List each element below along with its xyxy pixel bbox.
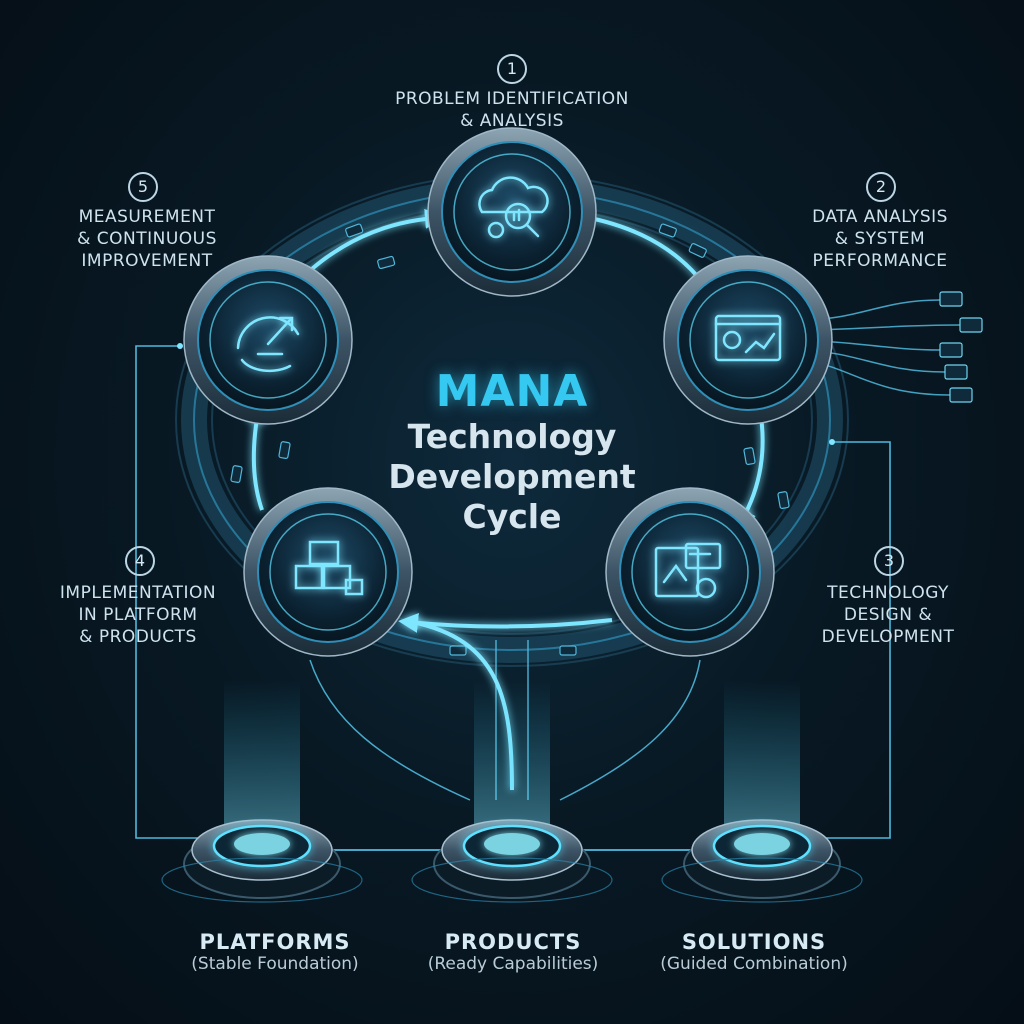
- center-subtitle-line-3: Cycle: [462, 497, 562, 536]
- center-subtitle-line-2: Development: [388, 457, 636, 496]
- stage-1-label-line-2: & ANALYSIS: [460, 111, 564, 131]
- stage-3-number: 3: [874, 546, 904, 576]
- base-solutions-title: SOLUTIONS: [681, 930, 827, 954]
- stage-1-label-line-1: PROBLEM IDENTIFICATION: [395, 89, 629, 109]
- cloud-magnifier-gear-icon: [478, 176, 549, 239]
- gauge-icon: [236, 316, 300, 373]
- center-title: MANA: [435, 366, 589, 417]
- stage-2-number: 2: [866, 172, 896, 202]
- stage-5-label-line-3: IMPROVEMENT: [81, 251, 213, 271]
- stage-4-label-line-3: & PRODUCTS: [79, 627, 197, 647]
- base-platforms-label: PLATFORMS (Stable Foundation): [160, 930, 390, 974]
- stacked-cubes-icon: [294, 540, 364, 596]
- dashboard-charts-icon: [714, 314, 782, 362]
- stage-3-label-line-1: TECHNOLOGY: [827, 583, 949, 603]
- stage-1-label: PROBLEM IDENTIFICATION & ANALYSIS: [352, 88, 672, 132]
- flow-arrow-4-to-5: [246, 402, 267, 511]
- stage-5-number: 5: [128, 172, 158, 202]
- stage-4-number: 4: [125, 546, 155, 576]
- stage-4-label: IMPLEMENTATION IN PLATFORM & PRODUCTS: [22, 582, 254, 648]
- stage-2-label: DATA ANALYSIS & SYSTEM PERFORMANCE: [770, 206, 990, 272]
- stage-5-label: MEASUREMENT & CONTINUOUS IMPROVEMENT: [38, 206, 256, 272]
- base-solutions-label: SOLUTIONS (Guided Combination): [636, 930, 872, 974]
- stage-5-node: [183, 255, 353, 425]
- flow-arrow-2-to-3: [737, 409, 765, 529]
- blueprint-gear-icon: [654, 542, 722, 599]
- stage-4-node: [243, 487, 413, 657]
- center-label: MANA Technology Development Cycle: [362, 366, 662, 537]
- stage-2-label-line-3: PERFORMANCE: [812, 251, 948, 271]
- stage-5-label-line-2: & CONTINUOUS: [77, 229, 217, 249]
- center-subtitle-line-1: Technology: [407, 417, 617, 456]
- stage-1-node: [427, 127, 597, 297]
- stage-3-label: TECHNOLOGY DESIGN & DEVELOPMENT: [790, 582, 986, 648]
- base-3-platform: [661, 680, 863, 903]
- base-2-platform: [411, 680, 613, 903]
- side-connectors: [135, 345, 891, 839]
- base-products-subtitle: (Ready Capabilities): [427, 954, 599, 974]
- stage-3-label-line-2: DESIGN &: [843, 605, 933, 625]
- base-platforms-subtitle: (Stable Foundation): [191, 954, 359, 974]
- stage-1-number: 1: [497, 54, 527, 84]
- ring-chips: [230, 223, 790, 656]
- flow-arrow-3-to-4: [398, 613, 613, 633]
- stage-4-label-line-2: IN PLATFORM: [78, 605, 198, 625]
- base-solutions-subtitle: (Guided Combination): [660, 954, 848, 974]
- base-products-label: PRODUCTS (Ready Capabilities): [398, 930, 628, 974]
- stage-4-label-line-1: IMPLEMENTATION: [59, 583, 217, 603]
- base-platforms-title: PLATFORMS: [199, 930, 351, 954]
- base-products-title: PRODUCTS: [444, 930, 582, 954]
- stage-3-label-line-3: DEVELOPMENT: [821, 627, 955, 647]
- stage-5-label-line-1: MEASUREMENT: [78, 207, 216, 227]
- data-chips: [939, 291, 983, 403]
- base-1-platform: [161, 680, 363, 903]
- stage-2-label-line-1: DATA ANALYSIS: [812, 207, 948, 227]
- connector-dots: [177, 343, 835, 445]
- stage-3-node: [605, 487, 775, 657]
- stage-2-label-line-2: & SYSTEM: [834, 229, 926, 249]
- stage-2-node: [663, 255, 833, 425]
